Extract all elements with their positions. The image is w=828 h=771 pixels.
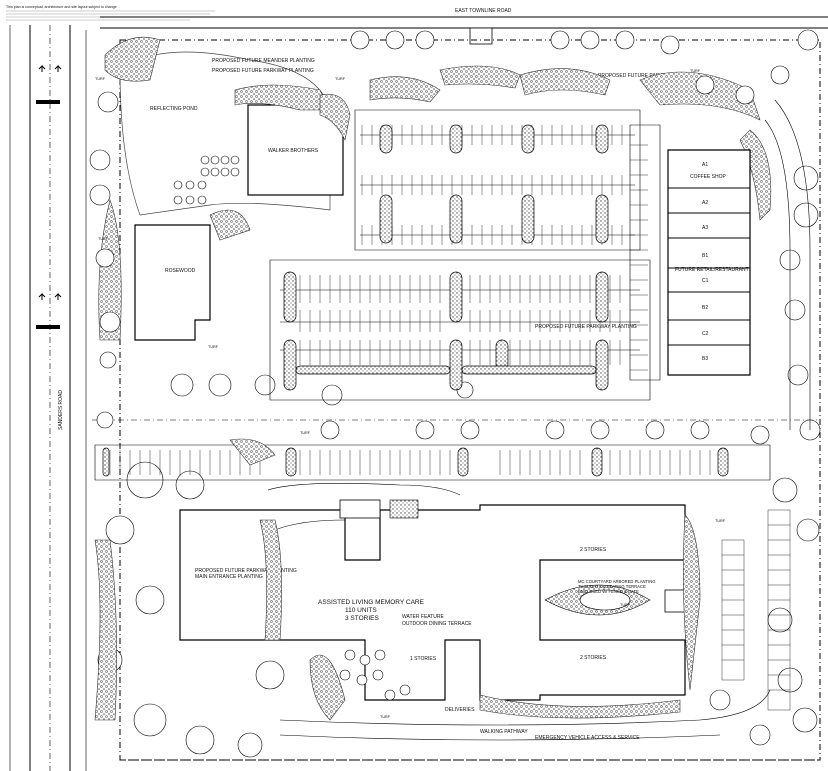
parking-south-row — [94, 444, 771, 481]
svg-text:ROSEWOOD: ROSEWOOD — [165, 268, 196, 274]
svg-text:ENCLOSED W/ FENCE & GATE: ENCLOSED W/ FENCE & GATE — [578, 589, 639, 594]
svg-text:TURF: TURF — [335, 77, 346, 81]
svg-text:B1: B1 — [702, 253, 708, 259]
svg-text:TURF: TURF — [380, 715, 391, 719]
parking-middle: PROPOSED FUTURE PARKWAY PLANTING — [269, 259, 651, 401]
plan-notes: This plan is conceptual; architecture an… — [6, 5, 215, 21]
svg-text:B3: B3 — [702, 356, 708, 362]
rosewood-building: ROSEWOOD — [134, 224, 211, 341]
assisted-living-building: ASSISTED LIVING MEMORY CARE 110 UNITS 3 … — [179, 504, 686, 713]
svg-text:C1: C1 — [702, 278, 709, 284]
svg-text:DELIVERIES: DELIVERIES — [445, 707, 475, 713]
svg-text:110 UNITS: 110 UNITS — [345, 607, 377, 614]
svg-text:THOUGHTS & SEATING TERRACE: THOUGHTS & SEATING TERRACE — [578, 584, 646, 589]
planting-beds-south — [94, 438, 701, 721]
svg-text:PROPOSED FUTURE PARKWAY PLANTI: PROPOSED FUTURE PARKWAY PLANTING — [535, 324, 637, 330]
svg-text:A2: A2 — [702, 200, 708, 206]
svg-text:1 STORIES: 1 STORIES — [410, 656, 437, 662]
south-drives: WALKING PATHWAY EMERGENCY VEHICLE ACCESS… — [120, 689, 820, 761]
entry-drive — [267, 483, 461, 531]
svg-text:TURF: TURF — [620, 603, 631, 607]
svg-text:TURF: TURF — [715, 519, 726, 523]
turf-labels: TURF TURF TURF TURF TURF TURF TURF TURF … — [95, 69, 726, 719]
trees — [89, 29, 821, 758]
dining-terrace — [339, 649, 411, 701]
svg-text:PROPOSED FUTURE PARKWAY PLANTI: PROPOSED FUTURE PARKWAY PLANTING — [195, 568, 297, 574]
svg-text:C2: C2 — [702, 331, 709, 337]
svg-text:TURF: TURF — [208, 345, 219, 349]
svg-text:PROPOSED FUTURE MEANDER PLANTI: PROPOSED FUTURE MEANDER PLANTING — [212, 58, 315, 64]
outdoor-seating-west — [173, 155, 240, 205]
svg-text:TURF: TURF — [300, 431, 311, 435]
memory-courtyard: MC COURTYARD ARBORED PLANTING THOUGHTS &… — [544, 579, 688, 616]
svg-text:TURF: TURF — [690, 69, 701, 73]
reflecting-pond: REFLECTING POND — [119, 51, 331, 216]
svg-text:MC COURTYARD ARBORED PLANTING: MC COURTYARD ARBORED PLANTING — [578, 579, 656, 584]
svg-text:SANDERS ROAD: SANDERS ROAD — [58, 390, 64, 430]
svg-text:WALKING PATHWAY: WALKING PATHWAY — [480, 729, 528, 735]
svg-text:WATER FEATURE: WATER FEATURE — [402, 614, 445, 620]
svg-text:This plan is conceptual; archi: This plan is conceptual; architecture an… — [6, 5, 117, 9]
svg-text:2 STORIES: 2 STORIES — [580, 547, 607, 553]
retail-building: A1 COFFEE SHOP A2 A3 B1 FUTURE RETAIL/RE… — [667, 149, 751, 376]
svg-text:OUTDOOR DINING TERRACE: OUTDOOR DINING TERRACE — [402, 621, 472, 627]
svg-text:2 STORIES: 2 STORIES — [580, 655, 607, 661]
svg-text:PROPOSED FUTURE PARKWAY PLANTI: PROPOSED FUTURE PARKWAY PLANTING — [598, 73, 700, 79]
svg-text:WALKER BROTHERS: WALKER BROTHERS — [268, 148, 319, 154]
east-retail-parking — [629, 124, 661, 381]
east-townline-road: EAST TOWNLINE ROAD — [100, 8, 828, 45]
svg-text:EMERGENCY VEHICLE ACCESS & SER: EMERGENCY VEHICLE ACCESS & SERVICE — [535, 735, 640, 741]
svg-text:3 STORIES: 3 STORIES — [345, 615, 380, 622]
svg-text:TURF: TURF — [95, 77, 106, 81]
svg-text:MAIN ENTRANCE PLANTING: MAIN ENTRANCE PLANTING — [195, 574, 263, 580]
svg-text:PROPOSED FUTURE PARKWAY PLANTI: PROPOSED FUTURE PARKWAY PLANTING — [212, 68, 314, 74]
walker-brothers-building: WALKER BROTHERS — [247, 104, 344, 196]
svg-text:ASSISTED LIVING MEMORY CARE: ASSISTED LIVING MEMORY CARE — [318, 599, 425, 606]
svg-text:EAST TOWNLINE ROAD: EAST TOWNLINE ROAD — [455, 8, 512, 14]
parking-east-column — [721, 509, 791, 711]
planting-beds-north — [98, 36, 772, 341]
svg-text:B2: B2 — [702, 305, 708, 311]
svg-text:A1: A1 — [702, 162, 708, 168]
parking-north — [354, 109, 641, 251]
svg-text:REFLECTING POND: REFLECTING POND — [150, 106, 198, 112]
svg-text:COFFEE SHOP: COFFEE SHOP — [690, 174, 727, 180]
svg-text:A3: A3 — [702, 225, 708, 231]
svg-text:FUTURE RETAIL/RESTAURANT: FUTURE RETAIL/RESTAURANT — [675, 267, 749, 273]
svg-text:TURF: TURF — [98, 237, 109, 241]
sanders-road: SANDERS ROAD — [9, 25, 87, 771]
